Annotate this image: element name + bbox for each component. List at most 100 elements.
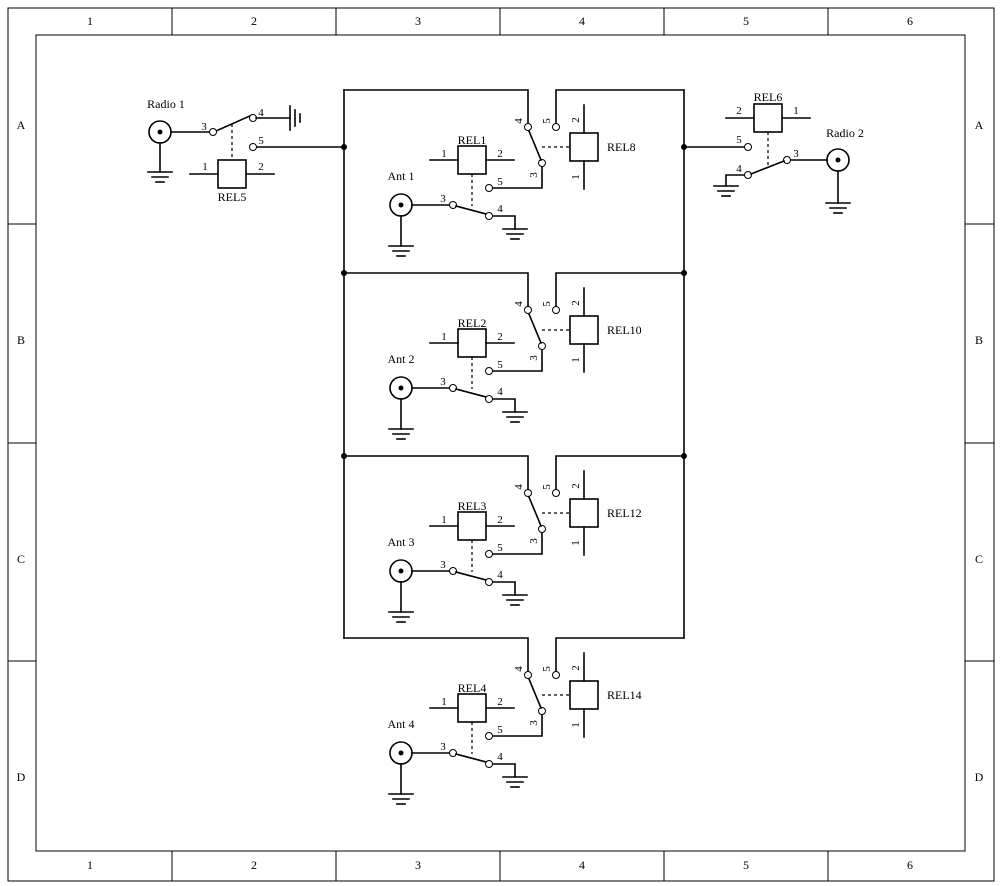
radio2-section: Radio 2 2 1 REL6 5 4 3: [713, 90, 864, 214]
rel8-pin3: 3: [528, 172, 540, 178]
rel2-pin4: 4: [497, 386, 503, 398]
rel1-pin5: 5: [497, 176, 503, 188]
column-label-2-bottom: 2: [251, 858, 257, 872]
rel4-pin3: 3: [440, 741, 446, 753]
ground-icon: [502, 776, 528, 788]
rel8-coil-pin2: 2: [570, 117, 582, 123]
row-label-a: A: [17, 118, 26, 132]
rel4-label: REL4: [458, 681, 487, 695]
row-label-d-right: D: [975, 770, 984, 784]
antenna-channel-1: 1 2 REL1 Ant 1 3 4 5: [388, 104, 636, 257]
rel8-pin4: 4: [513, 118, 525, 124]
rel12-pin5: 5: [541, 484, 553, 490]
chassis-ground-icon: [289, 105, 301, 131]
rel10-pin3: 3: [528, 355, 540, 361]
rel12-coil-pin2: 2: [570, 483, 582, 489]
ground-icon: [147, 171, 173, 183]
rel12-pin4: 4: [513, 484, 525, 490]
ground-icon: [388, 793, 414, 805]
antenna-channel-4: 1 2 REL4 Ant 4 3 4 5 4 5 3: [388, 652, 642, 805]
row-label-b-right: B: [975, 333, 983, 347]
radio2-label: Radio 2: [826, 126, 864, 140]
rel5-pin5: 5: [258, 135, 264, 147]
rel8-coil-pin1: 1: [570, 174, 582, 180]
drawing-frame: 1 2 3 4 5 6 1 2 3 4 5 6 A B C D A B C D: [7, 7, 995, 882]
rel12-pin3: 3: [528, 538, 540, 544]
ant3-label: Ant 3: [388, 535, 415, 549]
rel2-pin5: 5: [497, 359, 503, 371]
antenna-channel-3: 1 2 REL3 Ant 3 3 4 5 4 5 3: [388, 470, 642, 623]
ground-icon: [502, 228, 528, 240]
radio1-section: Radio 1 3 4 5 1 2 REL5: [147, 97, 301, 204]
ground-icon: [388, 245, 414, 257]
rel5-pin3: 3: [201, 121, 207, 133]
radio2-connector: [789, 148, 851, 214]
ground-icon: [713, 185, 739, 197]
column-label-2: 2: [251, 14, 257, 28]
rel4-coil-pin2: 2: [497, 696, 503, 708]
rel14-coil-pin1: 1: [570, 722, 582, 728]
rel3-pin4: 4: [497, 569, 503, 581]
rel3-coil-pin2: 2: [497, 514, 503, 526]
rel6-pin5: 5: [736, 134, 742, 146]
rel2-coil-pin2: 2: [497, 331, 503, 343]
rel5-label: REL5: [218, 190, 247, 204]
rel6-coil-pin2: 2: [736, 105, 742, 117]
radio1-label: Radio 1: [147, 97, 185, 111]
row-label-d: D: [17, 770, 26, 784]
rel2-pin3: 3: [440, 376, 446, 388]
rel6-coil-pin1: 1: [793, 105, 799, 117]
rel1-coil-pin1: 1: [441, 148, 447, 160]
bus-wiring: [255, 89, 745, 672]
rel3-label: REL3: [458, 499, 487, 513]
rel4-pin5: 5: [497, 724, 503, 736]
rel10-pin5: 5: [541, 301, 553, 307]
rel6-pin3: 3: [793, 148, 799, 160]
column-label-3-bottom: 3: [415, 858, 421, 872]
rel10-coil-pin2: 2: [570, 300, 582, 306]
rel6-label: REL6: [754, 90, 783, 104]
rel2-coil-pin1: 1: [441, 331, 447, 343]
ground-icon: [388, 428, 414, 440]
rel6-pin4: 4: [736, 163, 742, 175]
rel8-label: REL8: [607, 140, 636, 154]
rel1-pin4: 4: [497, 203, 503, 215]
rel1-pin3: 3: [440, 193, 446, 205]
column-label-4-bottom: 4: [579, 858, 585, 872]
rel12-label: REL12: [607, 506, 642, 520]
column-label-5: 5: [743, 14, 749, 28]
rel2-label: REL2: [458, 316, 487, 330]
rel4-pin4: 4: [497, 751, 503, 763]
rel8-pin5: 5: [541, 118, 553, 124]
ground-icon: [502, 411, 528, 423]
column-label-1-bottom: 1: [87, 858, 93, 872]
ant4-label: Ant 4: [388, 717, 415, 731]
rel14-pin4: 4: [513, 666, 525, 672]
rel14-coil-pin2: 2: [570, 665, 582, 671]
column-label-4: 4: [579, 14, 585, 28]
rel1-coil-pin2: 2: [497, 148, 503, 160]
rel5-coil-pin2: 2: [258, 161, 264, 173]
ant2-label: Ant 2: [388, 352, 415, 366]
column-label-1: 1: [87, 14, 93, 28]
rel3-coil-pin1: 1: [441, 514, 447, 526]
row-label-c-right: C: [975, 552, 983, 566]
ground-icon: [388, 611, 414, 623]
rel10-pin4: 4: [513, 301, 525, 307]
row-label-b: B: [17, 333, 25, 347]
column-label-6: 6: [907, 14, 913, 28]
ground-icon: [502, 594, 528, 606]
column-label-3: 3: [415, 14, 421, 28]
antenna-channel-2: 1 2 REL2 Ant 2 3 4 5 4 5 3: [388, 287, 642, 440]
radio1-connector: [147, 120, 211, 183]
rel14-pin5: 5: [541, 666, 553, 672]
rel5-coil-pin1: 1: [202, 161, 208, 173]
rel1-label: REL1: [458, 133, 487, 147]
column-label-5-bottom: 5: [743, 858, 749, 872]
column-label-6-bottom: 6: [907, 858, 913, 872]
ant1-label: Ant 1: [388, 169, 415, 183]
rel3-pin3: 3: [440, 559, 446, 571]
rel10-label: REL10: [607, 323, 642, 337]
